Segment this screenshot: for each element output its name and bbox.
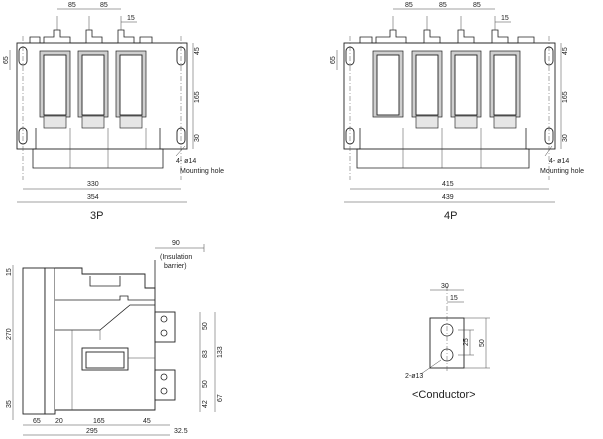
caption-3p: 3P bbox=[90, 210, 103, 222]
dim-side-20: 20 bbox=[55, 418, 63, 425]
dim-3p-pitch-b: 85 bbox=[100, 2, 108, 9]
dim-conductor-50: 50 bbox=[479, 339, 486, 347]
dim-4p-width-outer: 439 bbox=[442, 194, 454, 201]
hole-note-3p-2: Mounting hole bbox=[180, 168, 224, 175]
hole-note-3p-1: 4- ø14 bbox=[176, 158, 196, 165]
dim-3p-pitch-a: 85 bbox=[68, 2, 76, 9]
dim-3p-height: 165 bbox=[194, 91, 201, 103]
dim-side-67: 67 bbox=[217, 394, 224, 402]
dim-conductor-25: 25 bbox=[463, 338, 470, 346]
dim-4p-pitch-b: 85 bbox=[439, 2, 447, 9]
dim-side-65: 65 bbox=[33, 418, 41, 425]
dim-3p-width-inner: 330 bbox=[87, 181, 99, 188]
dim-side-50b: 50 bbox=[202, 380, 209, 388]
view-side: 90 (Insulation barrier) 15 270 35 50 83 … bbox=[6, 240, 224, 436]
dim-3p-top: 45 bbox=[194, 47, 201, 55]
barrier-note-1: (Insulation bbox=[160, 254, 192, 261]
dim-4p-pitch-c: 85 bbox=[473, 2, 481, 9]
dim-side-165: 165 bbox=[93, 418, 105, 425]
dim-3p-width-outer: 354 bbox=[87, 194, 99, 201]
dim-side-83: 83 bbox=[202, 350, 209, 358]
side-main-body bbox=[55, 267, 156, 411]
hole-note-4p-1: 4- ø14 bbox=[549, 158, 569, 165]
dim-4p-pitch-a: 85 bbox=[405, 2, 413, 9]
view-4p: 85 85 85 15 65 45 165 30 4- ø14 Mounting… bbox=[330, 2, 584, 222]
dim-side-133: 133 bbox=[217, 346, 224, 358]
dim-4p-width-inner: 415 bbox=[442, 181, 454, 188]
dim-conductor-width: 30 bbox=[441, 283, 449, 290]
dim-3p-left: 65 bbox=[3, 56, 10, 64]
barrier-note-2: barrier) bbox=[164, 263, 187, 270]
dim-side-barrier: 90 bbox=[172, 240, 180, 247]
dim-side-top: 15 bbox=[6, 268, 13, 276]
dim-side-42: 42 bbox=[202, 400, 209, 408]
caption-4p: 4P bbox=[444, 210, 457, 222]
dim-4p-height: 165 bbox=[562, 91, 569, 103]
terminal-comb-3p bbox=[29, 29, 153, 44]
side-back-plate bbox=[22, 267, 46, 415]
conductor-hole-note: 2-ø13 bbox=[405, 373, 423, 380]
dim-3p-bottom: 30 bbox=[194, 134, 201, 142]
dim-4p-top: 45 bbox=[562, 47, 569, 55]
dim-4p-bottom: 30 bbox=[562, 134, 569, 142]
dim-side-50a: 50 bbox=[202, 322, 209, 330]
view-conductor: 30 15 25 50 2-ø13 <Conductor> bbox=[405, 283, 490, 401]
hole-note-4p-2: Mounting hole bbox=[540, 168, 584, 175]
dim-side-295: 295 bbox=[86, 428, 98, 435]
dim-side-325: 32.5 bbox=[174, 428, 188, 435]
dim-3p-terminal: 15 bbox=[127, 15, 135, 22]
side-upper-terminal bbox=[154, 311, 176, 343]
dim-conductor-half: 15 bbox=[450, 295, 458, 302]
dim-4p-left: 65 bbox=[330, 56, 337, 64]
dim-side-bottom: 35 bbox=[6, 400, 13, 408]
view-3p: 85 85 15 65 45 165 30 4- ø14 Mounting ho… bbox=[3, 2, 224, 222]
caption-conductor: <Conductor> bbox=[412, 389, 476, 401]
terminal-comb-4p bbox=[359, 29, 535, 44]
dim-4p-terminal: 15 bbox=[501, 15, 509, 22]
side-lower-terminal bbox=[154, 369, 176, 401]
dim-side-height: 270 bbox=[6, 328, 13, 340]
dim-side-45: 45 bbox=[143, 418, 151, 425]
